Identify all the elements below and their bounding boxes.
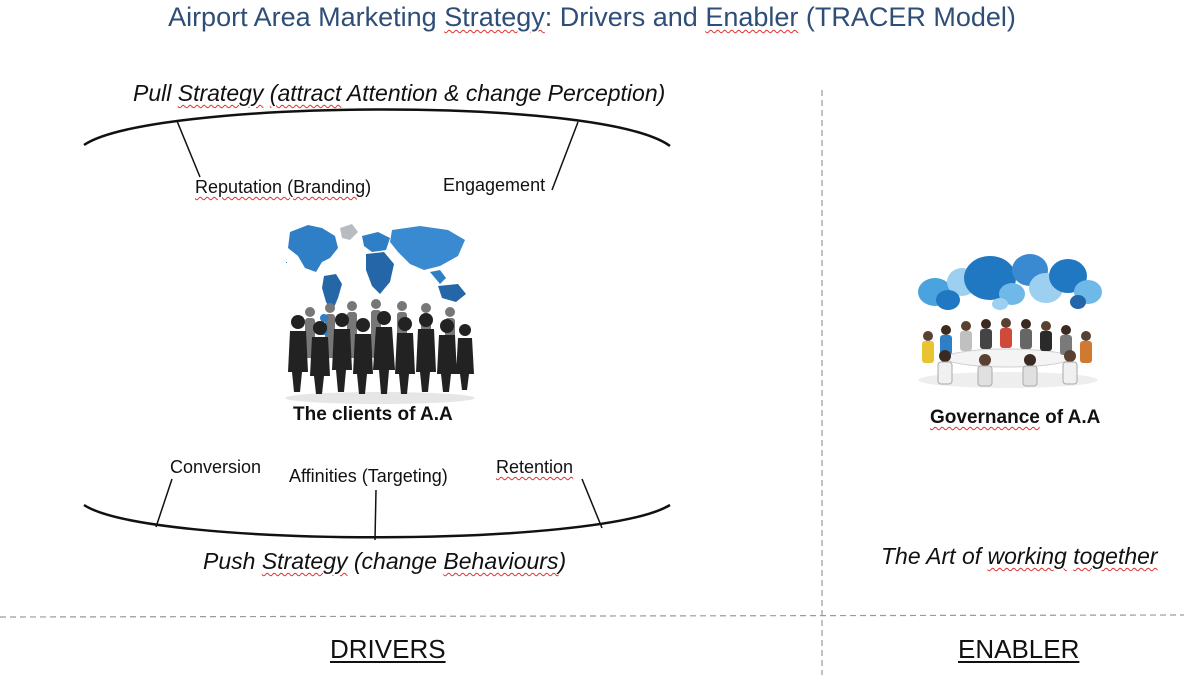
- speech-bubbles-illustration: [918, 254, 1102, 310]
- title-word-strategy: Strategy: [444, 2, 545, 32]
- meeting-group-illustration: [918, 318, 1098, 388]
- caption-word: (attract: [269, 80, 342, 106]
- governance-caption: Governance of A.A: [930, 407, 1100, 429]
- label-engagement: Engagement: [443, 175, 546, 195]
- caption-part: The Art of: [881, 543, 988, 569]
- title-part: : Drivers and: [544, 2, 706, 32]
- governance-word: Governance: [930, 407, 1040, 428]
- label-affinities: Affinities (Targeting): [289, 466, 448, 486]
- label-part: ): [365, 177, 372, 197]
- retention-connector: [581, 478, 603, 529]
- drivers-heading: DRIVERS: [330, 634, 446, 664]
- caption-part: ): [558, 548, 567, 574]
- engagement-connector: [551, 121, 579, 191]
- caption-part: Attention & change Perception): [341, 80, 666, 106]
- label-conversion: Conversion: [170, 457, 262, 477]
- label-retention: Retention: [496, 457, 574, 477]
- crowd-silhouettes-illustration: [285, 299, 475, 404]
- caption-word: working: [987, 543, 1067, 569]
- title-part: Airport Area Marketing: [168, 2, 445, 32]
- title-word-enabler: Enabler: [705, 2, 799, 32]
- diagram-title: Airport Area Marketing Strategy: Drivers…: [0, 2, 1184, 33]
- caption-word: Strategy: [261, 548, 348, 574]
- caption-word: together: [1073, 543, 1158, 569]
- label-word: Branding: [293, 177, 366, 197]
- push-strategy-caption: Push Strategy (change Behaviours): [203, 548, 566, 575]
- title-part: (TRACER Model): [798, 2, 1016, 32]
- caption-part: Pull: [133, 80, 178, 106]
- caption-word: Strategy: [177, 80, 264, 106]
- conversion-connector: [155, 478, 173, 528]
- pull-strategy-caption: Pull Strategy (attract Attention & chang…: [133, 80, 665, 107]
- push-arc: [83, 503, 671, 539]
- caption-part: Push: [203, 548, 262, 574]
- governance-part: of A.A: [1039, 407, 1101, 428]
- clients-caption: The clients of A.A: [293, 404, 453, 425]
- enabler-heading: ENABLER: [958, 634, 1080, 664]
- label-part: Reputation (: [195, 177, 294, 197]
- affinities-connector: [374, 489, 377, 541]
- caption-part: (change: [347, 548, 444, 574]
- label-reputation: Reputation (Branding): [195, 177, 371, 198]
- horizontal-divider: [0, 614, 1184, 618]
- caption-word: Behaviours: [443, 548, 559, 574]
- reputation-connector: [176, 120, 201, 178]
- art-caption: The Art of working together: [881, 543, 1158, 570]
- pull-arc: [83, 108, 671, 148]
- world-map-illustration: [286, 224, 466, 312]
